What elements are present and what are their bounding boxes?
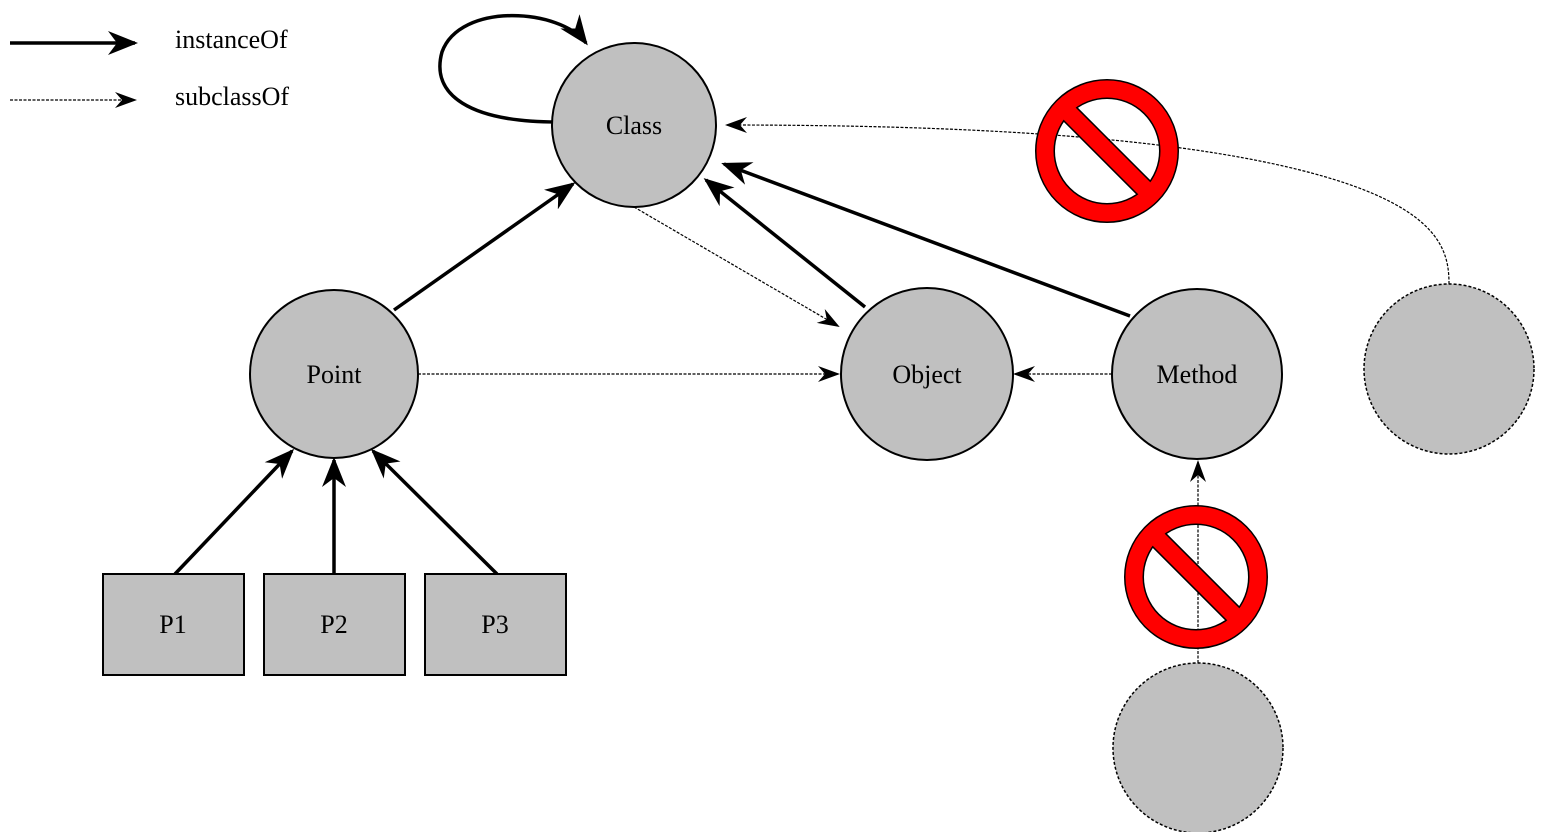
node-p3: P3	[424, 573, 567, 676]
edge-method-instance-class	[721, 162, 1131, 318]
node-method-label: Method	[1157, 360, 1238, 389]
instance-edges	[173, 13, 1131, 576]
node-unnamed-bottom	[1112, 662, 1284, 832]
node-object-label: Object	[892, 360, 962, 389]
edge-object-instance-class	[703, 178, 867, 309]
edge-unnamed-right-subclass-class	[725, 117, 1450, 285]
nodes: Class Point Object Method P1 P2	[102, 42, 1535, 832]
edge-class-subclass-object	[633, 206, 840, 328]
edge-class-self-instance	[438, 13, 588, 124]
node-p2: P2	[263, 573, 406, 676]
edge-p3-instance-point	[370, 448, 499, 576]
node-p2-label: P2	[320, 610, 347, 639]
prohibited-sign-icon	[1035, 79, 1179, 223]
node-object: Object	[840, 287, 1014, 461]
node-p1-label: P1	[159, 610, 186, 639]
legend: instanceOf subclassOf	[10, 25, 289, 111]
legend-subclass-label: subclassOf	[175, 82, 289, 111]
edge-point-instance-class	[392, 182, 576, 312]
node-method: Method	[1111, 288, 1283, 460]
node-class-label: Class	[606, 111, 662, 140]
legend-instance-label: instanceOf	[175, 25, 288, 54]
prohibited-sign-icon	[1124, 505, 1268, 649]
node-class: Class	[551, 42, 717, 208]
edge-p1-instance-point	[173, 448, 295, 576]
node-p1: P1	[102, 573, 245, 676]
node-point-label: Point	[307, 360, 363, 389]
node-p3-label: P3	[481, 610, 508, 639]
node-unnamed-right	[1363, 283, 1535, 455]
node-point: Point	[249, 289, 419, 459]
